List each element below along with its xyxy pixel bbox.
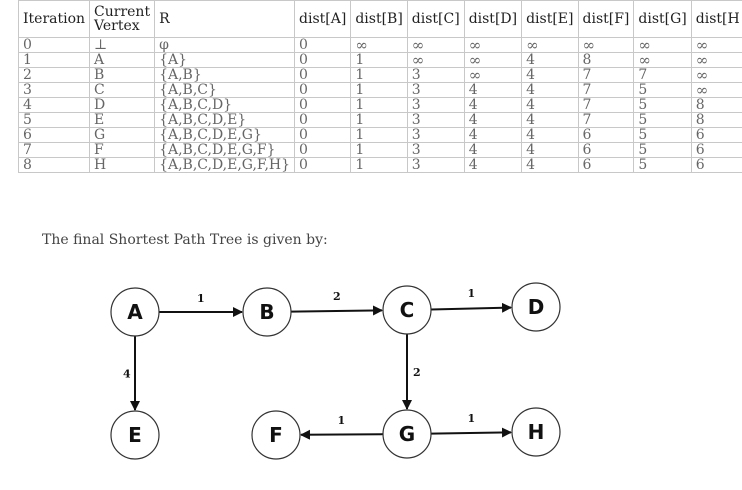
table-header-cell: dist[A] bbox=[294, 0, 352, 38]
table-header-cell: dist[C] bbox=[406, 0, 465, 38]
table-cell: 3 bbox=[406, 157, 465, 173]
node-circle bbox=[511, 407, 561, 457]
node-label: E bbox=[128, 423, 142, 447]
table-header-cell: dist[D] bbox=[463, 0, 523, 38]
table-header-cell: dist[G] bbox=[633, 0, 692, 38]
table-cell: {A,B,C} bbox=[154, 82, 296, 98]
edge-weight-label: 2 bbox=[413, 366, 421, 379]
table-cell: 4 bbox=[521, 67, 579, 83]
node-label: G bbox=[399, 422, 415, 446]
node-circle bbox=[251, 410, 301, 460]
table-cell: {A,B,C,D,E,G,F,H} bbox=[154, 157, 296, 173]
edge-g-h bbox=[430, 427, 513, 438]
table-header-cell: dist[F] bbox=[577, 0, 635, 38]
table-header-cell: dist[B] bbox=[350, 0, 408, 38]
table-cell: 6 bbox=[690, 157, 742, 173]
spt-caption: The final Shortest Path Tree is given by… bbox=[42, 232, 328, 248]
edge-g-f bbox=[299, 429, 384, 440]
edge-weight-label: 4 bbox=[123, 368, 131, 381]
table-cell: H bbox=[89, 157, 156, 173]
graph-node-a: A bbox=[110, 287, 160, 337]
node-label: C bbox=[400, 298, 415, 322]
table-header-cell: Iteration bbox=[17, 0, 91, 38]
edge-weight-label: 1 bbox=[197, 292, 205, 305]
graph-node-g: G bbox=[382, 409, 432, 459]
node-circle bbox=[382, 409, 432, 459]
table-cell: 1 bbox=[350, 157, 408, 173]
table-header-cell: R bbox=[154, 0, 296, 38]
graph-node-c: C bbox=[382, 285, 432, 335]
node-label: H bbox=[528, 420, 545, 444]
node-label: D bbox=[528, 295, 545, 319]
graph-node-e: E bbox=[110, 410, 160, 460]
graph-node-d: D bbox=[511, 282, 561, 332]
table-header-cell: Current Vertex bbox=[89, 0, 156, 38]
table-cell: 5 bbox=[633, 157, 692, 173]
edge-weight-label: 1 bbox=[338, 414, 346, 427]
edge-weight-label: 1 bbox=[468, 287, 476, 300]
edge-b-c bbox=[290, 305, 384, 316]
edge-weight-label: 2 bbox=[333, 290, 341, 303]
node-circle bbox=[511, 282, 561, 332]
table-cell: {A} bbox=[154, 52, 296, 68]
graph-node-h: H bbox=[511, 407, 561, 457]
table-cell: 4 bbox=[521, 157, 579, 173]
edge-weight-label: 1 bbox=[468, 412, 476, 425]
table-cell: ∞ bbox=[633, 37, 692, 53]
table-cell: 1 bbox=[350, 142, 408, 158]
node-label: B bbox=[259, 300, 274, 324]
node-label: A bbox=[127, 300, 143, 324]
table-header-cell: dist[H bbox=[690, 0, 742, 38]
node-circle bbox=[242, 287, 292, 337]
node-circle bbox=[110, 410, 160, 460]
table-cell: ∞ bbox=[690, 37, 742, 53]
edge-c-d bbox=[430, 302, 513, 313]
node-circle bbox=[110, 287, 160, 337]
graph-node-b: B bbox=[242, 287, 292, 337]
graph-node-f: F bbox=[251, 410, 301, 460]
table-cell: 5 bbox=[633, 112, 692, 128]
table-header-cell: dist[E] bbox=[521, 0, 579, 38]
node-circle bbox=[382, 285, 432, 335]
node-label: F bbox=[269, 423, 283, 447]
